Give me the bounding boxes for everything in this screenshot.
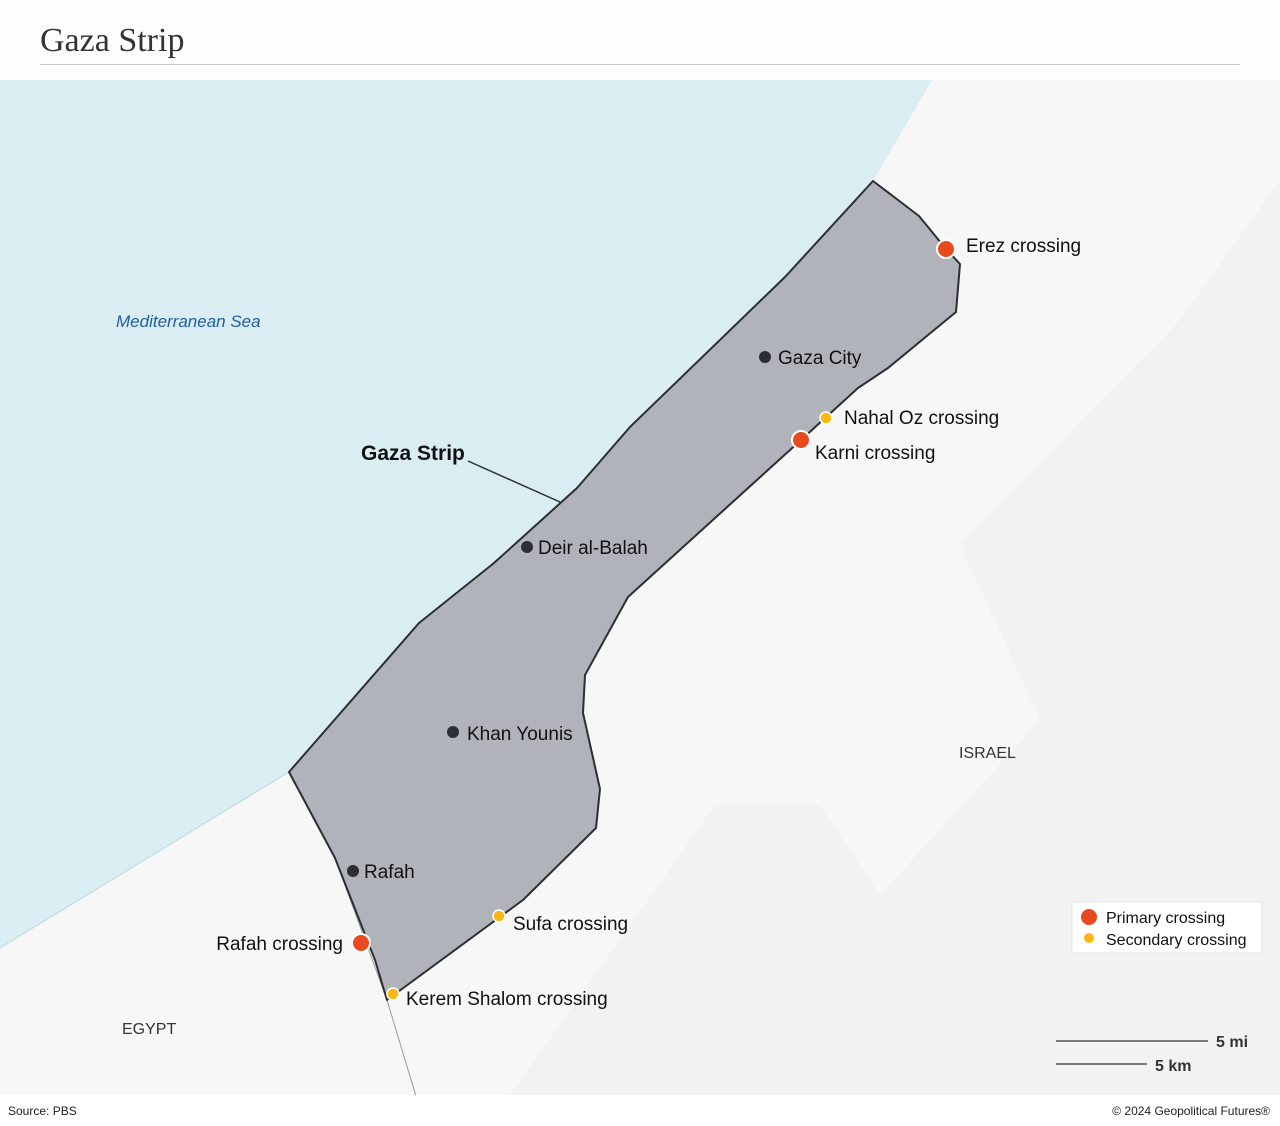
primary-crossing-icon xyxy=(791,430,811,450)
city-dot-icon xyxy=(347,865,359,877)
scale-bar: 5 mi 5 km xyxy=(1056,1034,1248,1075)
scale-km-label: 5 km xyxy=(1155,1058,1191,1075)
source-note: Source: PBS xyxy=(8,1104,77,1118)
city-rafah: Rafah xyxy=(347,862,415,883)
crossing-label: Erez crossing xyxy=(966,236,1081,257)
legend-primary-label: Primary crossing xyxy=(1106,910,1225,927)
strip-label: Gaza Strip xyxy=(361,442,465,465)
crossing-karni: Karni crossing xyxy=(791,430,935,464)
legend-secondary-label: Secondary crossing xyxy=(1106,932,1247,949)
city-dot-icon xyxy=(447,726,459,738)
city-label: Gaza City xyxy=(778,348,862,369)
legend-box xyxy=(1071,901,1263,954)
primary-crossing-icon xyxy=(351,933,371,953)
title-divider xyxy=(40,64,1240,65)
scale-mi-label: 5 mi xyxy=(1216,1034,1248,1051)
city-deir-al-balah: Deir al-Balah xyxy=(521,538,648,559)
crossing-label: Sufa crossing xyxy=(513,914,628,935)
city-gaza-city: Gaza City xyxy=(759,348,862,369)
primary-crossing-icon xyxy=(1081,909,1097,925)
city-dot-icon xyxy=(521,541,533,553)
egypt-label: EGYPT xyxy=(122,1021,176,1038)
city-khan-younis: Khan Younis xyxy=(447,724,573,745)
secondary-crossing-icon xyxy=(492,909,506,923)
gaza-strip-area xyxy=(288,180,961,1001)
secondary-crossing-icon xyxy=(386,987,400,1001)
header-bg xyxy=(0,0,1280,80)
city-label: Deir al-Balah xyxy=(538,538,648,559)
crossing-nahal-oz: Nahal Oz crossing xyxy=(819,408,999,429)
strip-leader-line xyxy=(467,460,561,503)
primary-crossing-icon xyxy=(936,239,956,259)
secondary-crossing-icon xyxy=(819,411,833,425)
israel-label: ISRAEL xyxy=(959,745,1016,762)
legend: Primary crossing Secondary crossing xyxy=(1071,901,1263,954)
crossing-kerem-shalom: Kerem Shalom crossing xyxy=(386,987,608,1010)
city-dot-icon xyxy=(759,351,771,363)
crossing-rafah: Rafah crossing xyxy=(216,933,371,955)
page-title: Gaza Strip xyxy=(40,22,185,59)
secondary-crossing-icon xyxy=(1084,933,1094,943)
copyright-note: © 2024 Geopolitical Futures® xyxy=(1112,1104,1270,1118)
crossing-label: Kerem Shalom crossing xyxy=(406,989,608,1010)
crossing-sufa: Sufa crossing xyxy=(492,909,628,935)
city-label: Khan Younis xyxy=(467,724,573,745)
crossing-label: Rafah crossing xyxy=(216,934,343,955)
crossing-erez: Erez crossing xyxy=(936,236,1081,259)
crossing-label: Nahal Oz crossing xyxy=(844,408,999,429)
sea-label: Mediterranean Sea xyxy=(116,312,261,331)
city-label: Rafah xyxy=(364,862,415,883)
coastline xyxy=(0,771,290,949)
sea-area xyxy=(0,80,932,948)
terrain-shade xyxy=(510,180,1280,1095)
crossing-label: Karni crossing xyxy=(815,443,935,464)
footer-bg xyxy=(0,1095,1280,1126)
